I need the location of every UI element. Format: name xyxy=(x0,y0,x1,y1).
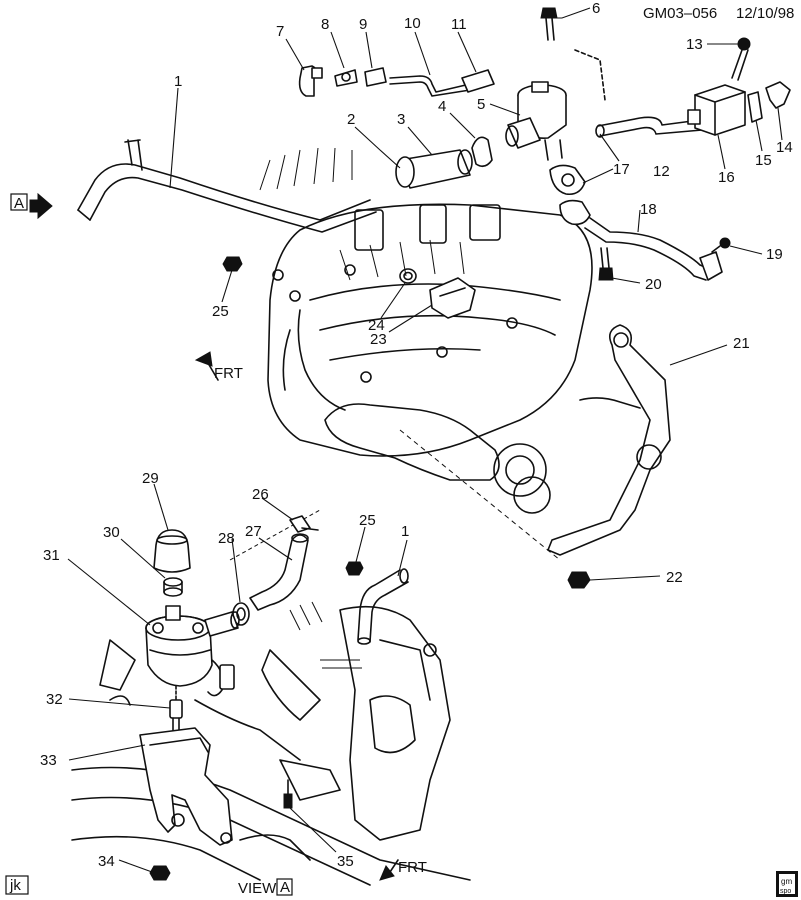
solenoid-connector xyxy=(747,81,791,123)
view-a-arrow-letter: A xyxy=(14,195,24,212)
callout-13: 13 xyxy=(686,36,703,53)
callout-20: 20 xyxy=(645,276,662,293)
o-ring xyxy=(399,268,417,284)
view-label: VIEW xyxy=(238,880,277,897)
callout-1-lower: 1 xyxy=(401,523,409,540)
leader-lines xyxy=(67,7,783,873)
front-label-upper: FRT xyxy=(214,365,243,382)
callout-17: 17 xyxy=(613,161,630,178)
vacuum-hose-chain xyxy=(298,65,495,97)
callout-31: 31 xyxy=(43,547,60,564)
filter-spacer xyxy=(163,577,183,597)
callout-16: 16 xyxy=(718,169,735,186)
drawing-id: GM03–056 xyxy=(643,5,717,22)
callout-27: 27 xyxy=(245,523,262,540)
front-label-lower: FRT xyxy=(398,859,427,876)
crossover-pipe xyxy=(584,217,723,281)
bracket-mount-nut xyxy=(149,865,171,881)
mounting-bolt xyxy=(540,7,558,41)
callout-25-lower: 25 xyxy=(359,512,376,529)
callout-6: 6 xyxy=(592,0,600,17)
initials: jk xyxy=(9,877,21,894)
air-injection-pipe xyxy=(77,139,377,233)
pump-bracket xyxy=(547,324,671,556)
gm-spo-logo: gm spo xyxy=(776,871,798,897)
solenoid-hose xyxy=(574,49,703,138)
callout-25-upper: 25 xyxy=(212,303,229,320)
bracket-stud xyxy=(283,779,293,809)
callout-2: 2 xyxy=(347,111,355,128)
upper-hose-assembly xyxy=(395,136,493,189)
callout-3: 3 xyxy=(397,111,405,128)
callout-32: 32 xyxy=(46,691,63,708)
logo-top: gm xyxy=(781,877,792,886)
callout-4: 4 xyxy=(438,98,446,115)
bracket-nut xyxy=(567,571,591,589)
hose-clamp-top xyxy=(289,515,319,533)
initials-box xyxy=(5,875,29,895)
air-injection-pump xyxy=(145,605,240,697)
callout-8: 8 xyxy=(321,16,329,33)
callout-14: 14 xyxy=(776,139,793,156)
view-label-box xyxy=(276,878,293,896)
air-injection-pipe-lower xyxy=(357,568,409,645)
callout-22: 22 xyxy=(666,569,683,586)
callout-12: 12 xyxy=(653,163,670,180)
front-indicator-upper: FRT xyxy=(194,351,243,382)
callout-11: 11 xyxy=(451,16,467,33)
check-valve xyxy=(505,81,567,161)
front-arrow-icon-upper xyxy=(194,351,213,367)
callout-35: 35 xyxy=(337,853,354,870)
callout-29: 29 xyxy=(142,470,159,487)
valve-gasket xyxy=(549,164,591,226)
callouts: 1 2 3 4 5 6 7 8 9 10 11 12 13 14 15 16 1… xyxy=(40,0,793,870)
callout-21: 21 xyxy=(733,335,750,352)
front-indicator-lower: FRT xyxy=(379,859,427,881)
callout-28: 28 xyxy=(218,530,235,547)
callout-24: 24 xyxy=(368,317,385,334)
callout-19: 19 xyxy=(766,246,783,263)
callout-33: 33 xyxy=(40,752,57,769)
view-a-indicator: A xyxy=(10,192,53,220)
pipe-bolt xyxy=(711,237,731,253)
pipe-nut-lower xyxy=(345,561,364,576)
pipe-stud xyxy=(598,247,614,281)
view-arrow-icon xyxy=(29,192,53,220)
callout-5: 5 xyxy=(477,96,485,113)
logo-bottom: spo xyxy=(780,888,791,895)
view-label-letter: A xyxy=(280,879,290,896)
air-pump-outlet-hose xyxy=(249,533,309,611)
air-solenoid-valve xyxy=(687,84,746,136)
view-a-box xyxy=(10,193,28,211)
lower-view-illustration xyxy=(71,509,471,886)
drawing-date: 12/10/98 xyxy=(736,5,794,22)
pump-mount-bracket xyxy=(139,727,233,846)
callout-23: 23 xyxy=(370,331,387,348)
callout-34: 34 xyxy=(98,853,115,870)
harness-bracket xyxy=(429,277,476,319)
callout-7: 7 xyxy=(276,23,284,40)
pump-filter-cap xyxy=(153,529,191,573)
callout-15: 15 xyxy=(755,152,772,169)
callout-1: 1 xyxy=(174,73,182,90)
callout-10: 10 xyxy=(404,15,421,32)
callout-26: 26 xyxy=(252,486,269,503)
callout-18: 18 xyxy=(640,201,657,218)
callout-30: 30 xyxy=(103,524,120,541)
pipe-nut-upper xyxy=(222,256,243,272)
callout-9: 9 xyxy=(359,16,367,33)
upper-engine-illustration xyxy=(259,147,593,561)
